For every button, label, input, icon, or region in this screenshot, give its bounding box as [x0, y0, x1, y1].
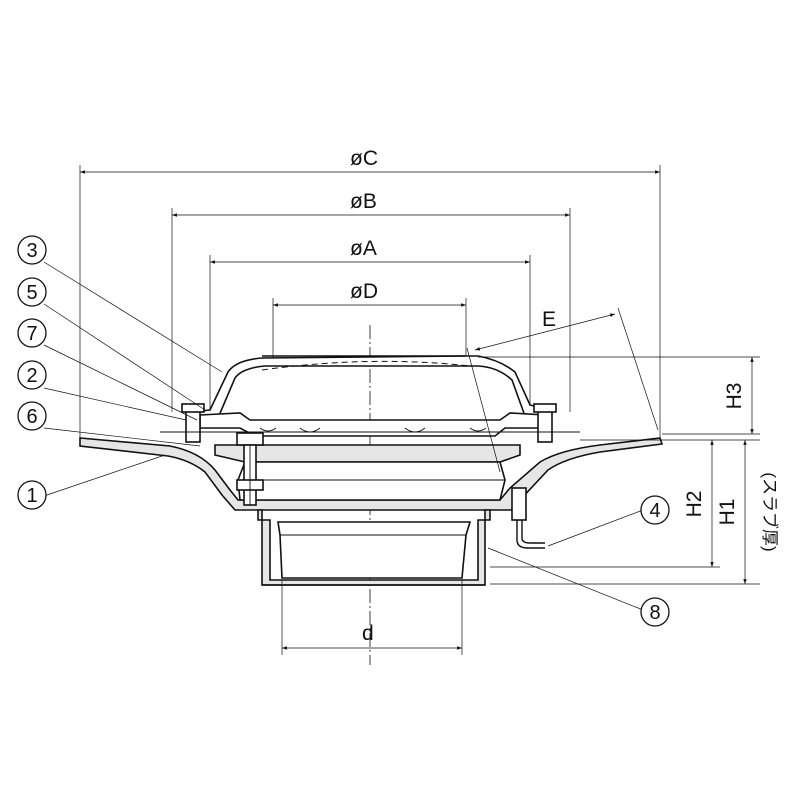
callout-2: 2 — [17, 360, 47, 390]
label-H1: H1 — [716, 499, 739, 526]
clamp-ring — [214, 444, 521, 463]
callout-5: 5 — [17, 277, 47, 307]
svg-text:8: 8 — [649, 602, 660, 624]
svg-text:4: 4 — [649, 500, 660, 522]
label-dia-A: øA — [350, 237, 377, 260]
svg-text:2: 2 — [26, 365, 37, 387]
svg-text:1: 1 — [26, 485, 37, 507]
drain-cone — [237, 461, 506, 501]
label-dia-B: øB — [350, 190, 377, 213]
svg-text:5: 5 — [26, 282, 37, 304]
callout-4: 4 — [640, 495, 670, 525]
label-H3: H3 — [723, 383, 746, 410]
dome-inner-hidden — [261, 360, 471, 371]
svg-text:6: 6 — [26, 406, 37, 428]
side-fitting — [511, 487, 545, 549]
svg-text:3: 3 — [26, 240, 37, 262]
part-callouts: 3 5 7 2 6 1 4 8 — [17, 235, 670, 627]
label-H2: H2 — [683, 491, 706, 518]
callout-1: 1 — [17, 480, 47, 510]
left-bolt-assembly — [181, 403, 264, 506]
label-slab-thickness: (スラブ厚) — [760, 472, 780, 551]
part-leaders — [43, 261, 644, 611]
callout-8: 8 — [640, 597, 670, 627]
svg-text:7: 7 — [26, 323, 37, 345]
callout-3: 3 — [17, 235, 47, 265]
outlet-liner — [277, 521, 472, 579]
label-dia-D: øD — [350, 280, 378, 303]
label-dia-C: øC — [350, 147, 378, 170]
dimension-lines — [79, 165, 760, 655]
dim-line-E — [474, 313, 616, 351]
dimension-labels: øC øB øA øD E d H3 H2 H1 (スラブ厚) — [350, 147, 780, 645]
callout-7: 7 — [17, 318, 47, 348]
label-d: d — [362, 622, 374, 645]
label-E: E — [542, 308, 556, 331]
drain-body — [79, 325, 664, 665]
callout-6: 6 — [17, 401, 47, 431]
right-bolt-assembly — [533, 403, 557, 443]
